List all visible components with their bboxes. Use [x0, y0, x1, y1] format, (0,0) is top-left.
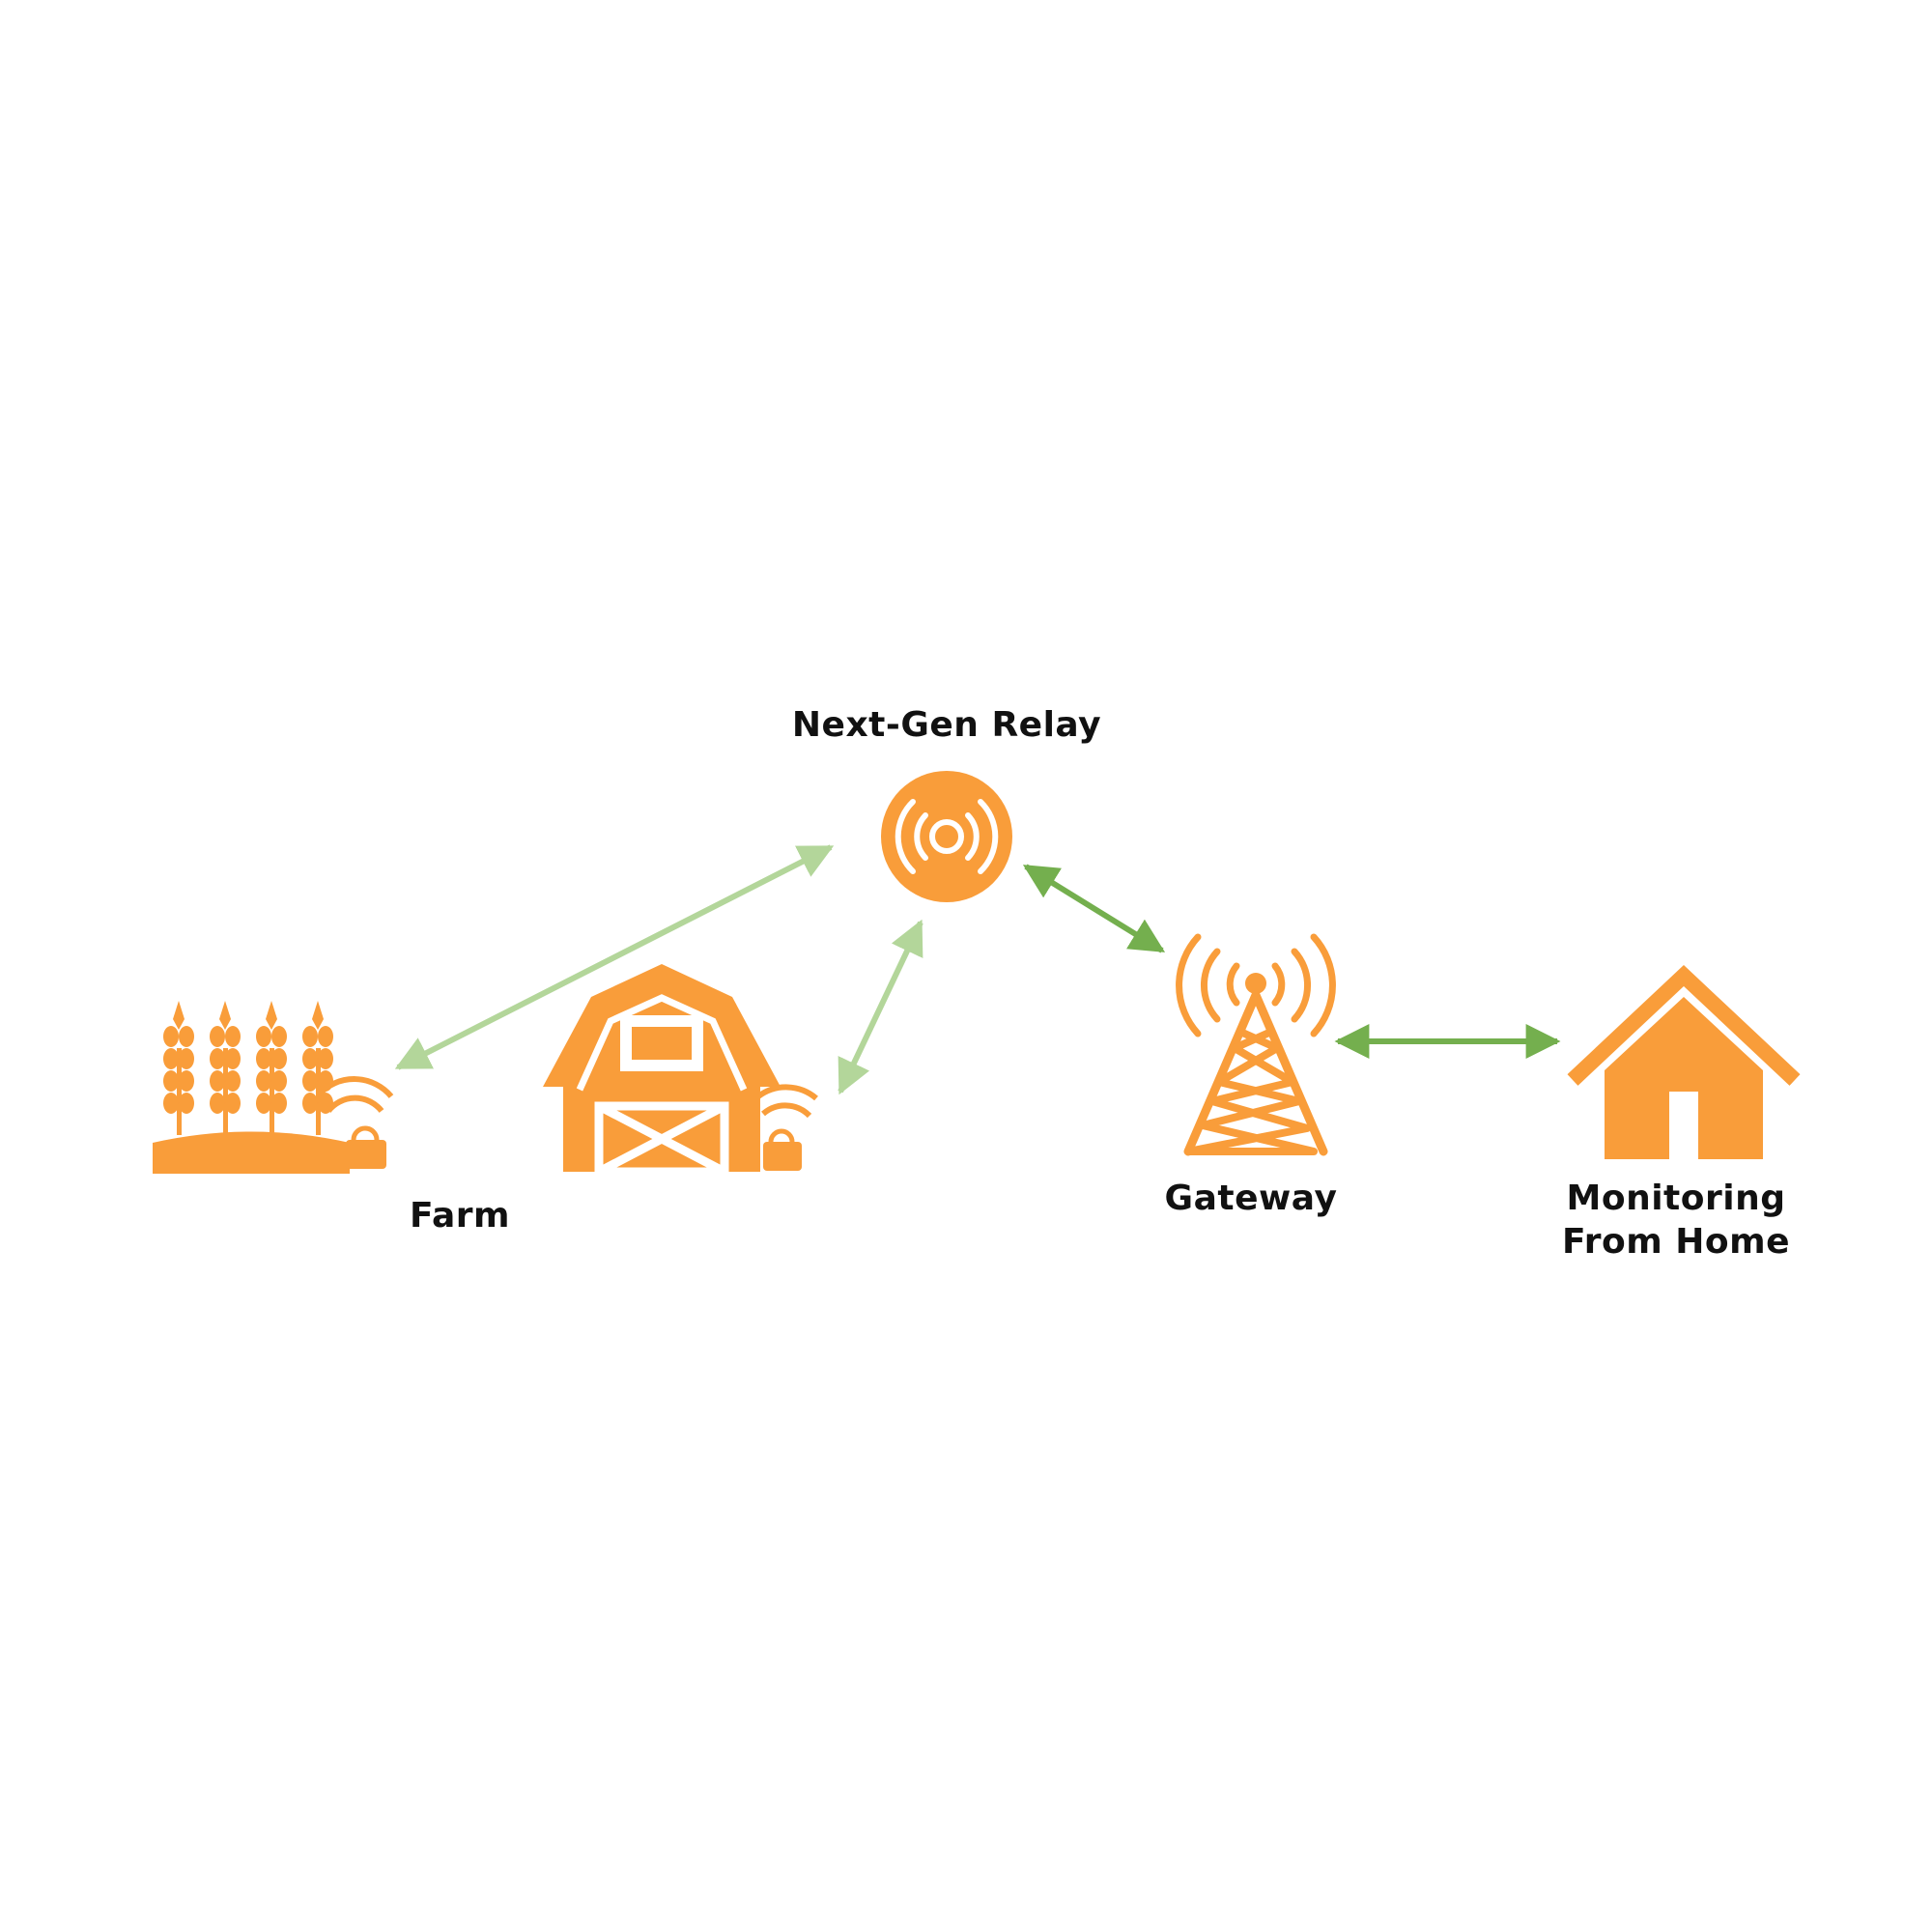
relay-label: Next-Gen Relay [791, 705, 1102, 745]
farm-label: Farm [409, 1196, 511, 1236]
relay-radio-icon [881, 771, 1012, 902]
barn-relay-arrow [838, 919, 923, 1095]
relay-gateway-arrow [1022, 864, 1166, 953]
crops-relay-arrow [394, 844, 835, 1070]
home-label-line-1: Monitoring [1566, 1179, 1786, 1218]
wheat-field-sensor-icon [153, 1001, 394, 1174]
home-label-line-2: From Home [1561, 1222, 1791, 1262]
house-icon [1567, 965, 1801, 1159]
gateway-label: Gateway [1164, 1179, 1338, 1218]
cell-tower-icon [1176, 933, 1336, 1156]
home-label: Monitoring From Home [1502, 1177, 1850, 1264]
barn-sensor-icon [543, 964, 818, 1177]
